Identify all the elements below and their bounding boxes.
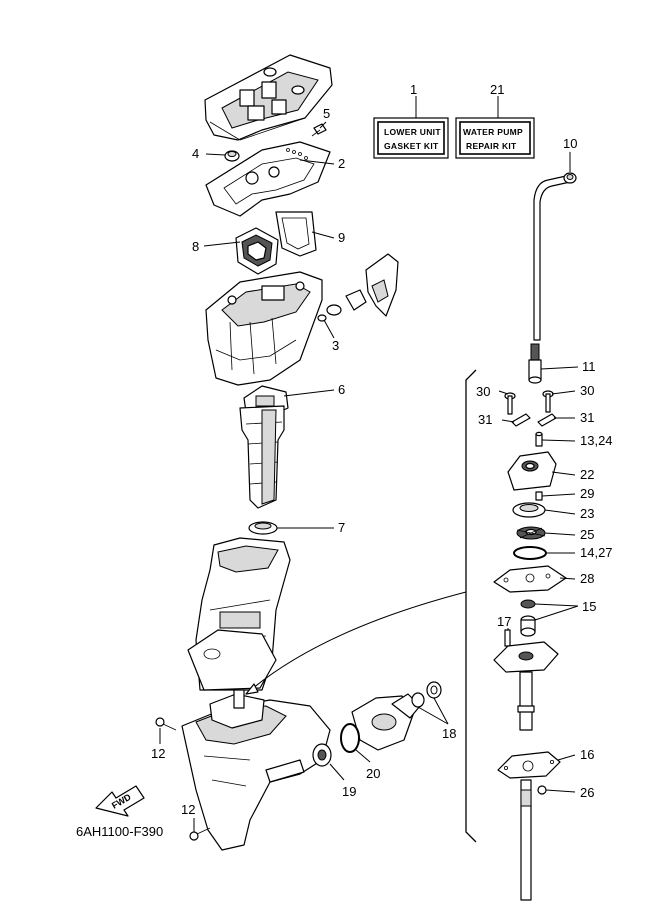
screw-12-lower: [189, 827, 211, 841]
callout-21: 21: [490, 82, 504, 97]
callout-9: 9: [338, 230, 345, 245]
upper-case-housing: [187, 537, 291, 691]
callout-14-27: 14,27: [580, 545, 613, 560]
callout-2: 2: [338, 156, 345, 171]
plate-28: [493, 565, 567, 593]
leader-lines: [159, 121, 579, 832]
oil-seal-15: [520, 599, 536, 637]
o-ring-20: [340, 723, 360, 753]
plug-26: [537, 785, 547, 795]
callout-8: 8: [192, 239, 199, 254]
kit-21-line1: WATER PUMP: [463, 127, 523, 137]
callout-18: 18: [442, 726, 456, 741]
callout-25: 25: [580, 527, 594, 542]
callout-31-right: 31: [580, 410, 594, 425]
o-ring-14-27: [513, 546, 547, 560]
oil-pan-housing: [205, 271, 323, 386]
callout-30-left: 30: [476, 384, 490, 399]
leader-to-upper-case: [245, 591, 467, 695]
seal-8: [235, 227, 279, 275]
callout-15: 15: [582, 599, 596, 614]
lower-gear-case: [181, 689, 331, 851]
callout-12-lower: 12: [181, 802, 195, 817]
callout-23: 23: [580, 506, 594, 521]
gasket-16: [497, 751, 561, 779]
callout-29: 29: [580, 486, 594, 501]
bolt-5: [311, 123, 327, 137]
seal-7: [248, 521, 278, 535]
bolt-30-right: [542, 390, 554, 413]
callout-6: 6: [338, 382, 345, 397]
gasket-2: [205, 141, 331, 217]
water-tube-10: [533, 172, 577, 341]
figure-code: 6AH1100-F390: [76, 824, 163, 839]
callout-11: 11: [582, 359, 596, 374]
pin-17: [504, 629, 511, 647]
callout-28: 28: [580, 571, 594, 586]
key-29: [535, 491, 543, 501]
callout-19: 19: [342, 784, 356, 799]
kit-lower-unit-gasket: 1 LOWER UNIT GASKET KIT: [373, 82, 449, 159]
seal-18: [411, 681, 442, 708]
fwd-arrow: FWD: [95, 785, 145, 817]
kit-21-line2: REPAIR KIT: [466, 141, 517, 151]
callout-17: 17: [497, 614, 511, 629]
callout-3: 3: [332, 338, 339, 353]
water-inlet-cover: [351, 693, 421, 751]
callout-16: 16: [580, 747, 594, 762]
gasket-9: [275, 211, 317, 257]
callout-10: 10: [563, 136, 577, 151]
callout-4: 4: [192, 146, 199, 161]
oil-seal-19: [312, 743, 332, 767]
washer-31-left: [511, 413, 531, 427]
grommet-4: [224, 150, 240, 162]
upper-casing-cover: [204, 54, 333, 141]
callout-31-left: 31: [478, 412, 492, 427]
washer-31-right: [537, 413, 557, 427]
callout-30-right: 30: [580, 383, 594, 398]
callout-26: 26: [580, 785, 594, 800]
bolt-30-left: [504, 392, 516, 415]
exhaust-pipe: [239, 405, 285, 509]
callout-22: 22: [580, 467, 594, 482]
callout-1: 1: [410, 82, 417, 97]
insert-cartridge-23: [512, 502, 546, 518]
dowel-13-24: [535, 431, 543, 447]
kit-1-line2: GASKET KIT: [384, 141, 439, 151]
kit-water-pump-repair: 21 WATER PUMP REPAIR KIT: [455, 82, 535, 159]
callout-12-upper: 12: [151, 746, 165, 761]
grommet-11: [528, 343, 542, 384]
water-pump-group-bracket: [465, 369, 477, 843]
pump-housing-22: [507, 451, 557, 491]
callout-labels: 10 5 4 2 8 9 3 6 7 11 30 30 31 31 13,24 …: [151, 106, 613, 817]
screw-12-upper: [155, 717, 177, 731]
drive-shaft: [520, 779, 532, 901]
callout-20: 20: [366, 766, 380, 781]
kit-1-line1: LOWER UNIT: [384, 127, 441, 137]
callout-5: 5: [323, 106, 330, 121]
impeller-25: [516, 526, 546, 540]
callout-13-24: 13,24: [580, 433, 613, 448]
callout-7: 7: [338, 520, 345, 535]
bracket-assembly: [317, 253, 399, 322]
oil-seal-housing: [493, 641, 559, 731]
arrowhead-1: [245, 683, 259, 695]
